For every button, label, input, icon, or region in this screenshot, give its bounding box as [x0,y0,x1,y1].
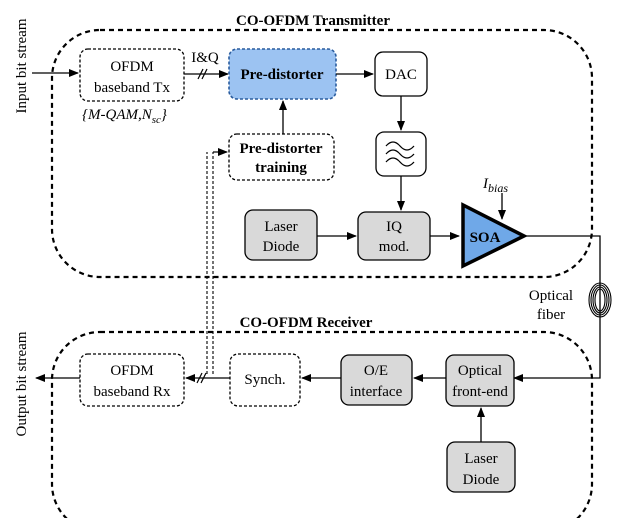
svg-text:Pre-distorter: Pre-distorter [240,67,323,83]
rx-laser-diode-block: Laser Diode [446,441,516,493]
soa-amplifier: SOA [461,202,528,269]
tx-laser-diode-block: Laser Diode [244,209,318,261]
lowpass-filter-icon [385,141,415,167]
tx-params-label: {M-QAM,Nsc} [82,107,167,126]
optical-front-end-block: Optical front-end [445,354,515,407]
iq-label: I&Q [191,50,219,66]
svg-text:Optical: Optical [458,363,502,379]
svg-text:baseband Rx: baseband Rx [93,384,171,400]
pre-distorter-training-block: Pre-distorter training [228,133,335,181]
ibias-label: Ibias [482,176,508,195]
optical-fiber-label: Optical [529,288,573,304]
svg-text:Synch.: Synch. [244,372,285,388]
svg-text:Pre-distorter: Pre-distorter [239,141,322,157]
optical-fiber-label-2: fiber [537,307,565,323]
pre-distorter-block: Pre-distorter [228,48,337,100]
svg-text:interface: interface [350,384,403,400]
svg-text:OFDM: OFDM [110,363,153,379]
input-bit-stream-label: Input bit stream [14,18,30,113]
transmitter-container [50,28,594,279]
synch-block: Synch. [229,353,301,407]
fiber-line [513,235,601,382]
receiver-title: CO-OFDM Receiver [240,315,373,331]
svg-text:Laser: Laser [464,451,497,467]
svg-text:training: training [255,160,307,176]
output-bit-stream-label: Output bit stream [14,331,30,436]
svg-text:mod.: mod. [379,239,409,255]
filter-block [375,131,427,177]
oe-interface-block: O/E interface [340,354,413,406]
svg-text:front-end: front-end [452,384,508,400]
svg-text:Diode: Diode [263,239,300,255]
svg-text:IQ: IQ [386,219,402,235]
svg-text:baseband Tx: baseband Tx [94,80,170,96]
svg-text:O/E: O/E [364,363,388,379]
svg-text:DAC: DAC [385,67,417,83]
iq-modulator-block: IQ mod. [357,211,431,261]
svg-text:Diode: Diode [463,472,500,488]
feedback-path [206,152,214,374]
transmitter-title: CO-OFDM Transmitter [236,13,390,29]
dac-block: DAC [374,51,428,97]
svg-text:Laser: Laser [264,219,297,235]
receiver-container [50,330,594,518]
ofdm-baseband-rx-block: OFDM baseband Rx [79,353,185,407]
fiber-coil-icon [588,282,612,318]
svg-text:OFDM: OFDM [110,59,153,75]
ofdm-baseband-tx-block: OFDM baseband Tx [79,48,185,102]
svg-text:SOA: SOA [470,230,501,246]
